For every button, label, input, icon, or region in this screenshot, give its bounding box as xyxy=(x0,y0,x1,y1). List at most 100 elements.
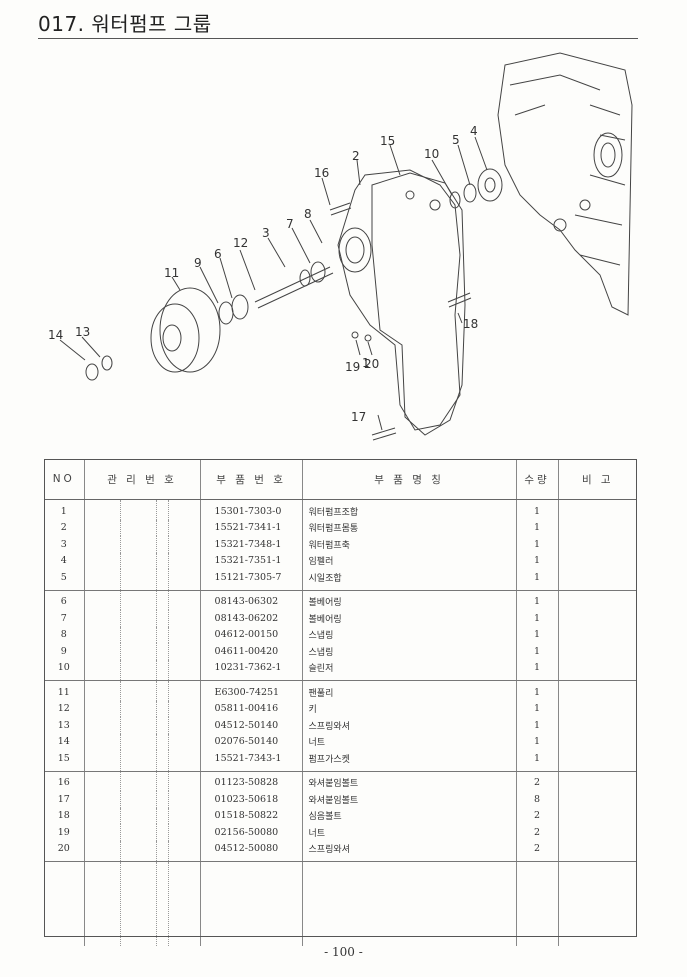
mgmt-cell xyxy=(83,659,120,681)
row-part-no: 15321-7351-1 xyxy=(199,552,303,569)
row-no: 10 xyxy=(44,659,84,681)
mgmt-cell xyxy=(167,610,201,627)
header-qty: 수량 xyxy=(515,459,559,500)
mgmt-cell xyxy=(167,569,201,591)
row-no: 17 xyxy=(57,793,70,805)
mgmt-cell xyxy=(83,519,120,536)
row-qty: 1 xyxy=(515,519,559,536)
mgmt-cell xyxy=(167,824,201,841)
row-remark xyxy=(557,771,638,791)
mgmt-cell xyxy=(167,791,201,808)
mgmt-cell xyxy=(155,552,168,569)
mgmt-cell xyxy=(119,643,156,660)
row-part-no: 08143-06202 xyxy=(199,610,303,627)
callout-8: 8 xyxy=(304,207,312,221)
callout-6: 6 xyxy=(214,247,222,261)
callout-15: 15 xyxy=(380,134,395,148)
row-part-name: 스냅링 xyxy=(301,626,517,643)
mgmt-cell xyxy=(119,499,156,520)
row-part-no: 10231-7362-1 xyxy=(199,659,303,681)
row-qty: 1 xyxy=(515,733,559,750)
empty-cell xyxy=(557,861,638,946)
row-part-no: 08143-06302 xyxy=(199,590,303,610)
empty-cell xyxy=(301,861,517,946)
row-part-name: 워터펌프조합 xyxy=(301,499,517,520)
callout-1: 1 xyxy=(362,356,370,370)
row-no: 18 xyxy=(57,810,70,822)
callout-2: 2 xyxy=(352,149,360,163)
mgmt-cell xyxy=(155,771,168,791)
row-part-no: 15521-7343-1 xyxy=(199,750,303,772)
exploded-parts-diagram: 1 2 3 4 5 6 7 8 9 10 11 12 13 14 15 16 1… xyxy=(48,52,633,441)
row-remark xyxy=(557,569,638,591)
mgmt-cell xyxy=(83,717,120,734)
mgmt-cell xyxy=(83,626,120,643)
table-header: NO 관 리 번 호 부 품 번 호 부 품 명 칭 수량 비 고 xyxy=(44,459,638,500)
page-title: 017. 워터펌프 그룹 xyxy=(38,12,212,36)
callout-7: 7 xyxy=(286,217,294,231)
mgmt-cell xyxy=(167,643,201,660)
row-qty: 2 xyxy=(515,771,559,791)
row-part-name: 스냅링 xyxy=(301,643,517,660)
row-remark xyxy=(557,626,638,643)
row-remark xyxy=(557,750,638,772)
empty-cell xyxy=(155,861,168,946)
mgmt-cell xyxy=(83,569,120,591)
mgmt-cell xyxy=(83,840,120,862)
mgmt-cell xyxy=(167,840,201,862)
mgmt-cell xyxy=(83,610,120,627)
mgmt-cell xyxy=(155,680,168,701)
callout-9: 9 xyxy=(194,256,202,270)
pump-body-drawing xyxy=(337,169,461,431)
row-part-no: E6300-74251 xyxy=(199,680,303,701)
empty-cell xyxy=(199,861,303,946)
mgmt-cell xyxy=(155,536,168,553)
row-remark xyxy=(557,643,638,660)
row-no: 7 xyxy=(60,612,67,624)
row-part-no: 04611-00420 xyxy=(199,643,303,660)
row-part-name: 너트 xyxy=(301,824,517,841)
row-remark xyxy=(557,807,638,824)
mgmt-cell xyxy=(167,659,201,681)
row-qty: 1 xyxy=(515,536,559,553)
row-part-no: 05811-00416 xyxy=(199,700,303,717)
row-qty: 2 xyxy=(515,840,559,862)
callout-12: 12 xyxy=(233,236,248,250)
mgmt-cell xyxy=(155,626,168,643)
row-remark xyxy=(557,519,638,536)
callout-14: 14 xyxy=(48,328,63,342)
mgmt-cell xyxy=(155,840,168,862)
page-number: - 100 - xyxy=(324,945,363,959)
mgmt-cell xyxy=(155,643,168,660)
mgmt-cell xyxy=(155,700,168,717)
row-no: 3 xyxy=(60,538,67,550)
row-part-no: 15121-7305-7 xyxy=(199,569,303,591)
row-qty: 8 xyxy=(515,791,559,808)
mgmt-cell xyxy=(83,700,120,717)
row-part-no: 15301-7303-0 xyxy=(199,499,303,520)
mgmt-cell xyxy=(119,771,156,791)
mgmt-cell xyxy=(83,771,120,791)
mgmt-cell xyxy=(83,791,120,808)
mgmt-cell xyxy=(155,807,168,824)
row-remark xyxy=(557,824,638,841)
mgmt-cell xyxy=(155,590,168,610)
fan-pulley-drawing xyxy=(159,287,221,373)
mgmt-cell xyxy=(119,519,156,536)
row-qty: 2 xyxy=(515,807,559,824)
row-part-name: 펌프가스켓 xyxy=(301,750,517,772)
header-mgmt-no: 관 리 번 호 xyxy=(83,459,201,500)
mgmt-cell xyxy=(119,824,156,841)
mgmt-cell xyxy=(83,536,120,553)
row-no: 8 xyxy=(60,629,67,641)
row-qty: 1 xyxy=(515,750,559,772)
